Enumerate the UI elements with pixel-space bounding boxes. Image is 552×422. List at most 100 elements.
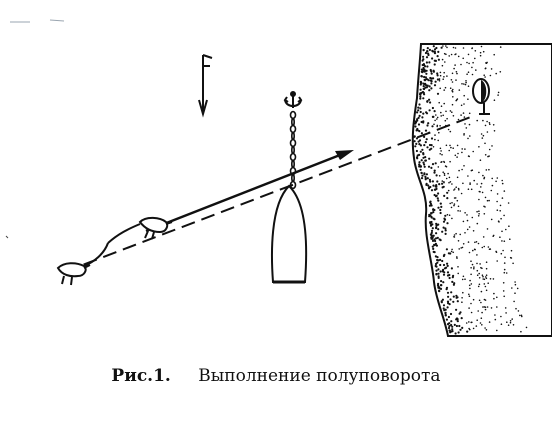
- sand-dot: [439, 208, 442, 212]
- sand-dot: [442, 226, 445, 229]
- sand-dot: [481, 137, 484, 139]
- sand-dot: [481, 324, 483, 326]
- sand-dot: [430, 212, 433, 215]
- sand-dot: [428, 157, 431, 160]
- sand-dot: [468, 307, 470, 309]
- sand-dot: [487, 246, 490, 248]
- sand-dot: [476, 222, 479, 225]
- sand-dot: [503, 214, 505, 217]
- sand-dot: [491, 145, 493, 147]
- sand-dot: [430, 236, 433, 240]
- sand-dot: [471, 66, 473, 69]
- sand-dot: [435, 46, 438, 50]
- sand-dot: [427, 122, 430, 125]
- sand-dot: [451, 280, 454, 283]
- sand-dot: [480, 186, 482, 188]
- sand-dot: [470, 302, 472, 305]
- sand-dot: [448, 181, 450, 184]
- sand-dot: [415, 156, 419, 159]
- sand-dot: [481, 311, 483, 314]
- sand-dot: [429, 180, 432, 183]
- sand-dot: [451, 325, 454, 328]
- sand-dot: [455, 324, 458, 328]
- sand-dot: [496, 209, 499, 211]
- sand-dot: [456, 199, 459, 202]
- sand-dot: [457, 55, 460, 58]
- sand-dot: [437, 223, 440, 226]
- sand-dot: [475, 69, 477, 71]
- sand-dot: [453, 204, 455, 207]
- sand-dot: [483, 278, 486, 281]
- sand-dot: [447, 315, 450, 319]
- sand-dot: [450, 320, 453, 323]
- sand-dot: [432, 184, 435, 187]
- sand-dot: [445, 110, 447, 113]
- sand-dot: [507, 202, 510, 204]
- sand-dot: [468, 62, 470, 65]
- sand-dot: [458, 189, 460, 191]
- sand-dot: [487, 155, 489, 158]
- sand-dot: [445, 144, 448, 147]
- chain-link: [290, 173, 295, 183]
- sand-dot: [422, 153, 425, 156]
- sand-dot: [445, 45, 447, 47]
- boat-hull-icon: [270, 184, 308, 284]
- sand-dot: [436, 124, 439, 127]
- sand-dot: [458, 324, 461, 328]
- sand-dot: [457, 272, 460, 275]
- sand-dot: [476, 183, 478, 185]
- sand-dot: [484, 327, 486, 329]
- sand-dot: [441, 153, 443, 156]
- sand-dot: [446, 117, 448, 120]
- sand-dot: [481, 246, 484, 249]
- sand-dot: [448, 329, 451, 332]
- sand-dot: [414, 120, 417, 123]
- sand-dot: [486, 306, 489, 308]
- sand-dot: [465, 127, 468, 129]
- sand-dot: [417, 123, 421, 126]
- sand-dot: [492, 124, 495, 126]
- sand-dot: [441, 182, 444, 185]
- sand-dot: [433, 251, 436, 254]
- sand-dot: [462, 275, 465, 278]
- sand-dot: [470, 169, 473, 172]
- sand-dot: [438, 289, 441, 292]
- sand-dot: [468, 112, 471, 115]
- sand-dot: [442, 171, 445, 173]
- sand-dot: [495, 180, 497, 183]
- sand-dot: [446, 291, 450, 294]
- sand-dot: [434, 119, 436, 122]
- sand-dot: [435, 232, 438, 235]
- sand-dot: [443, 194, 446, 197]
- sand-dot: [499, 46, 502, 48]
- sand-dot: [458, 89, 461, 91]
- sand-dot: [487, 282, 490, 285]
- sand-dot: [425, 173, 428, 176]
- sand-dot: [418, 165, 421, 168]
- figure-caption: Рис.1. Выполнение полуповорота: [0, 366, 552, 386]
- sand-dot: [444, 119, 447, 122]
- sand-dot: [471, 47, 474, 49]
- sand-dot: [457, 266, 459, 268]
- sand-dot: [437, 166, 440, 168]
- sand-dot: [440, 205, 443, 208]
- sand-dot: [426, 50, 429, 53]
- sand-dot: [444, 227, 447, 230]
- sand-dot: [470, 188, 473, 191]
- sand-dot: [500, 315, 502, 318]
- chain-link: [289, 180, 297, 190]
- sand-dot: [433, 59, 436, 62]
- sand-dot: [484, 142, 486, 145]
- sand-dot: [479, 54, 482, 57]
- sand-dot: [436, 74, 439, 77]
- sand-dot: [456, 144, 459, 147]
- sand-dot: [451, 330, 454, 333]
- sand-dot: [437, 206, 440, 209]
- sand-dot: [444, 61, 446, 63]
- sand-dot: [468, 284, 471, 287]
- sand-dot: [433, 123, 435, 126]
- sand-dot: [448, 276, 451, 280]
- sand-dot: [430, 234, 433, 237]
- sand-dot: [431, 49, 434, 53]
- sand-dot: [451, 91, 454, 93]
